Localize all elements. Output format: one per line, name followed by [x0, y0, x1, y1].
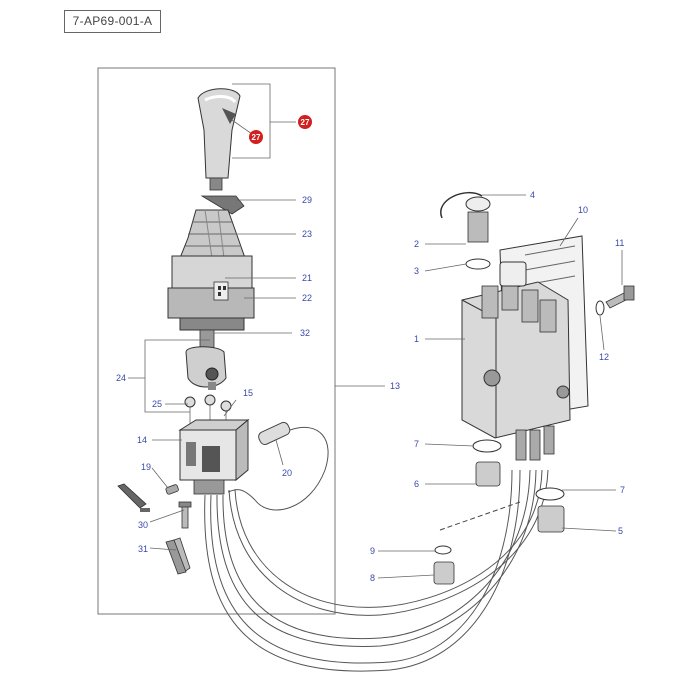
callout-12: 12: [599, 352, 609, 362]
highlight-callout-27-main: 27: [298, 115, 312, 129]
lever-pin: [200, 195, 245, 215]
joystick-housing: [167, 255, 255, 331]
callout-13: 13: [390, 381, 400, 391]
hydraulic-hoses: [204, 469, 549, 672]
top-fittings: [440, 191, 491, 270]
lower-fittings: [472, 439, 565, 533]
callout-14: 14: [137, 435, 147, 445]
part-code-label: 7-AP69-001-A: [72, 14, 153, 28]
callout-7-lower: 7: [620, 485, 625, 495]
part-code-box: 7-AP69-001-A: [64, 10, 161, 33]
joystick-knob: [197, 88, 241, 191]
fasteners: [117, 483, 192, 575]
callout-1: 1: [414, 334, 419, 344]
callout-29: 29: [302, 195, 312, 205]
check-fittings: [433, 501, 521, 585]
callout-5: 5: [618, 526, 623, 536]
callout-3: 3: [414, 266, 419, 276]
callout-21: 21: [302, 273, 312, 283]
callout-19: 19: [141, 462, 151, 472]
highlight-callout-text: 27: [252, 133, 261, 142]
callout-6: 6: [414, 479, 419, 489]
gimbal-block: [185, 346, 227, 390]
pilot-valve: [178, 394, 250, 495]
callout-23: 23: [302, 229, 312, 239]
callout-9: 9: [370, 546, 375, 556]
callout-10: 10: [578, 205, 588, 215]
callout-31: 31: [138, 544, 148, 554]
callout-2: 2: [414, 239, 419, 249]
callout-11: 11: [615, 238, 624, 248]
cable: [227, 426, 329, 511]
control-valve: [461, 235, 589, 461]
callout-22: 22: [302, 293, 312, 303]
callout-4: 4: [530, 190, 535, 200]
leader-lines: [128, 83, 623, 579]
callout-32: 32: [300, 328, 310, 338]
assembly-frame: [97, 67, 336, 615]
cable-connector: [258, 421, 291, 445]
callout-25: 25: [152, 399, 162, 409]
callout-30: 30: [138, 520, 148, 530]
callout-8: 8: [370, 573, 375, 583]
callout-24: 24: [116, 373, 126, 383]
highlight-callout-text: 27: [301, 118, 310, 127]
highlight-callout-27-knob: 27: [249, 130, 263, 144]
callout-labels: 29 23 21 22 32 24 25 15 14 13 19 20 30 3…: [116, 190, 625, 583]
callout-20: 20: [282, 468, 292, 478]
callout-7-upper: 7: [414, 439, 419, 449]
callout-15: 15: [243, 388, 253, 398]
bolt-and-washer: [595, 285, 635, 316]
